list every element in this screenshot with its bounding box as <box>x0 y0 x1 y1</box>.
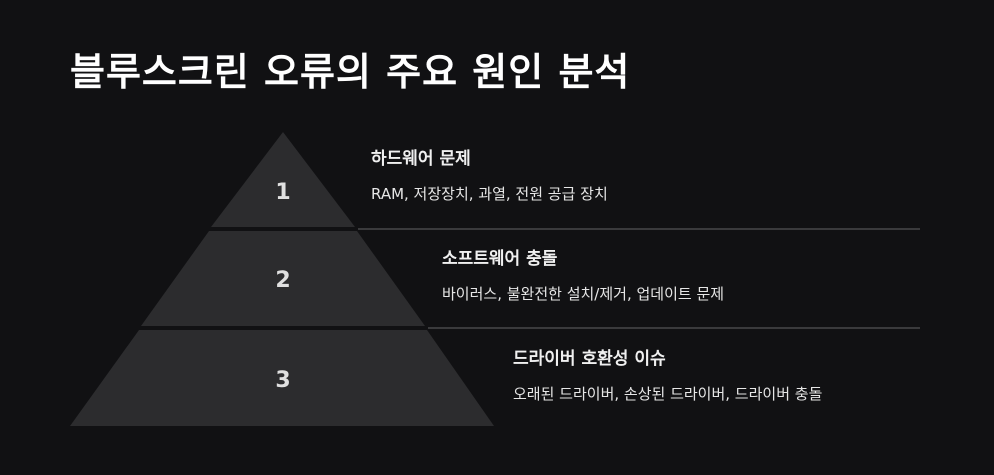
page-title: 블루스크린 오류의 주요 원인 분석 <box>70 50 631 94</box>
tier-3-description: 오래된 드라이버, 손상된 드라이버, 드라이버 충돌 <box>513 385 823 403</box>
tier-2-title: 소프트웨어 충돌 <box>442 249 558 269</box>
divider-1 <box>358 228 920 230</box>
tier-3-title: 드라이버 호환성 이슈 <box>513 349 666 369</box>
tier-number-3: 3 <box>275 368 290 393</box>
pyramid-tier-2 <box>141 231 425 326</box>
tier-1-text: 하드웨어 문제 RAM, 저장장치, 과열, 전원 공급 장치 <box>371 147 608 205</box>
tier-3-text: 드라이버 호환성 이슈 오래된 드라이버, 손상된 드라이버, 드라이버 충돌 <box>513 347 822 405</box>
tier-2-description: 바이러스, 불완전한 설치/제거, 업데이트 문제 <box>442 285 725 303</box>
tier-1-description: RAM, 저장장치, 과열, 전원 공급 장치 <box>371 185 608 203</box>
pyramid-tier-1 <box>211 132 355 227</box>
tier-number-1: 1 <box>275 180 290 205</box>
divider-2 <box>428 327 920 329</box>
pyramid-tier-3 <box>70 330 494 426</box>
tier-number-2: 2 <box>275 268 290 293</box>
tier-1-title: 하드웨어 문제 <box>371 149 471 169</box>
tier-2-text: 소프트웨어 충돌 바이러스, 불완전한 설치/제거, 업데이트 문제 <box>442 247 724 305</box>
